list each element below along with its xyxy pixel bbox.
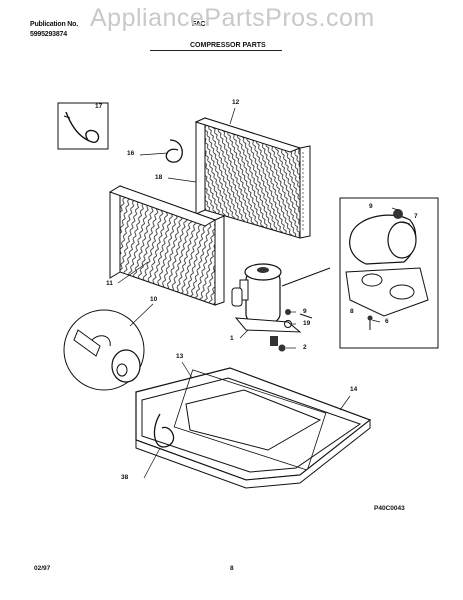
callout-38: 38	[121, 474, 129, 481]
callout-9: 9	[303, 308, 307, 315]
part-11-evaporator-coil	[108, 185, 225, 306]
callout-16: 16	[127, 150, 135, 157]
callout-9-top: 9	[369, 203, 373, 210]
callout-14: 14	[350, 386, 358, 393]
footer-date: 02/97	[34, 565, 51, 572]
part-7-motor-assembly	[339, 197, 439, 349]
hardware-parts	[278, 309, 292, 352]
publication-number: 5995293874	[30, 31, 67, 38]
callout-13: 13	[176, 353, 184, 360]
callout-18: 18	[155, 174, 163, 181]
title-rule-left	[150, 50, 282, 51]
part-13-base-pan	[135, 367, 372, 489]
callout-8: 8	[350, 308, 354, 315]
part-10-overload-detail	[63, 309, 145, 391]
publication-label: Publication No.	[30, 21, 78, 28]
leader-lines	[117, 107, 411, 479]
part-17-tubing	[57, 102, 109, 150]
part-12-condenser-coil	[194, 117, 311, 239]
section-title: COMPRESSOR PARTS	[190, 42, 266, 49]
part-38-drain-loop	[153, 413, 175, 448]
callout-2: 2	[303, 344, 307, 351]
callout-10: 10	[150, 296, 158, 303]
part-1-compressor	[231, 263, 331, 346]
callout-7: 7	[414, 213, 418, 220]
page-number: 8	[230, 565, 234, 572]
callout-12: 12	[232, 99, 240, 106]
callout-1: 1	[230, 335, 234, 342]
part-16-cap-tube	[165, 139, 183, 163]
callout-17: 17	[95, 103, 103, 110]
model-number: FAC	[192, 21, 206, 28]
diagram-code: P40C0043	[374, 505, 405, 512]
watermark: AppliancePartsPros.com	[90, 4, 375, 32]
callout-6: 6	[385, 318, 389, 325]
callout-11: 11	[106, 280, 113, 287]
callout-19: 19	[303, 320, 311, 327]
